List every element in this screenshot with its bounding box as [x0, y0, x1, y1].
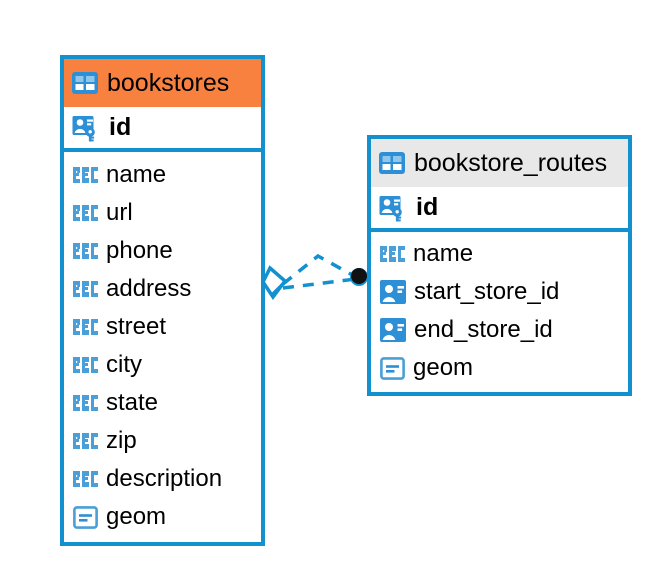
text-type-icon: [73, 167, 98, 183]
field-row-id[interactable]: id: [64, 107, 261, 152]
text-type-icon: [380, 246, 405, 262]
field-row-end-store-id[interactable]: end_store_id: [371, 311, 628, 349]
field-row-url[interactable]: url: [64, 194, 261, 232]
field-label: name: [106, 161, 167, 188]
foreign-key-icon: [380, 318, 406, 342]
geometry-type-icon: [73, 505, 98, 529]
table-icon: [379, 152, 405, 174]
field-row-start-store-id[interactable]: start_store_id: [371, 273, 628, 311]
field-list-bookstores: name url: [64, 152, 261, 542]
field-row-description[interactable]: description: [64, 460, 261, 498]
entity-bookstores[interactable]: bookstores id: [60, 55, 265, 546]
field-label: end_store_id: [414, 316, 553, 343]
text-type-icon: [73, 357, 98, 373]
text-type-icon: [73, 205, 98, 221]
field-row-geom[interactable]: geom: [64, 498, 261, 536]
foreign-key-icon: [380, 280, 406, 304]
field-row-id[interactable]: id: [371, 187, 628, 232]
geometry-type-icon: [380, 356, 405, 380]
relationship-line-lower: [282, 277, 357, 290]
field-list-bookstore-routes: name start_store_id: [371, 232, 628, 392]
field-label: id: [416, 193, 439, 221]
field-label: url: [106, 199, 133, 226]
text-type-icon: [73, 243, 98, 259]
field-label: zip: [106, 427, 137, 454]
field-row-state[interactable]: state: [64, 384, 261, 422]
field-row-geom[interactable]: geom: [371, 349, 628, 387]
diamond-marker: [260, 265, 288, 301]
entity-title: bookstores: [107, 68, 230, 97]
entity-header-bookstores[interactable]: bookstores: [64, 59, 261, 107]
entity-title: bookstore_routes: [414, 148, 608, 177]
field-label: street: [106, 313, 167, 340]
filled-circle-marker: [350, 268, 368, 286]
field-label: city: [106, 351, 142, 378]
entity-header-bookstore-routes[interactable]: bookstore_routes: [371, 139, 628, 187]
text-type-icon: [73, 319, 98, 335]
text-type-icon: [73, 281, 98, 297]
text-type-icon: [73, 395, 98, 411]
table-icon: [72, 72, 98, 94]
text-type-icon: [73, 471, 98, 487]
field-row-street[interactable]: street: [64, 308, 261, 346]
field-label: start_store_id: [414, 278, 560, 305]
field-label: name: [413, 240, 474, 267]
text-type-icon: [73, 433, 98, 449]
field-label: phone: [106, 237, 173, 264]
field-row-name[interactable]: name: [64, 156, 261, 194]
field-row-address[interactable]: address: [64, 270, 261, 308]
field-row-phone[interactable]: phone: [64, 232, 261, 270]
field-label: geom: [106, 503, 167, 530]
field-row-name[interactable]: name: [371, 235, 628, 273]
relationship-line-upper: [281, 253, 357, 286]
field-label: description: [106, 465, 223, 492]
field-label: geom: [413, 354, 474, 381]
field-label: state: [106, 389, 159, 416]
entity-bookstore-routes[interactable]: bookstore_routes id: [367, 135, 632, 396]
field-label: id: [109, 113, 132, 141]
primary-key-icon: [379, 195, 402, 221]
field-row-city[interactable]: city: [64, 346, 261, 384]
primary-key-icon: [72, 115, 95, 141]
field-label: address: [106, 275, 192, 302]
field-row-zip[interactable]: zip: [64, 422, 261, 460]
